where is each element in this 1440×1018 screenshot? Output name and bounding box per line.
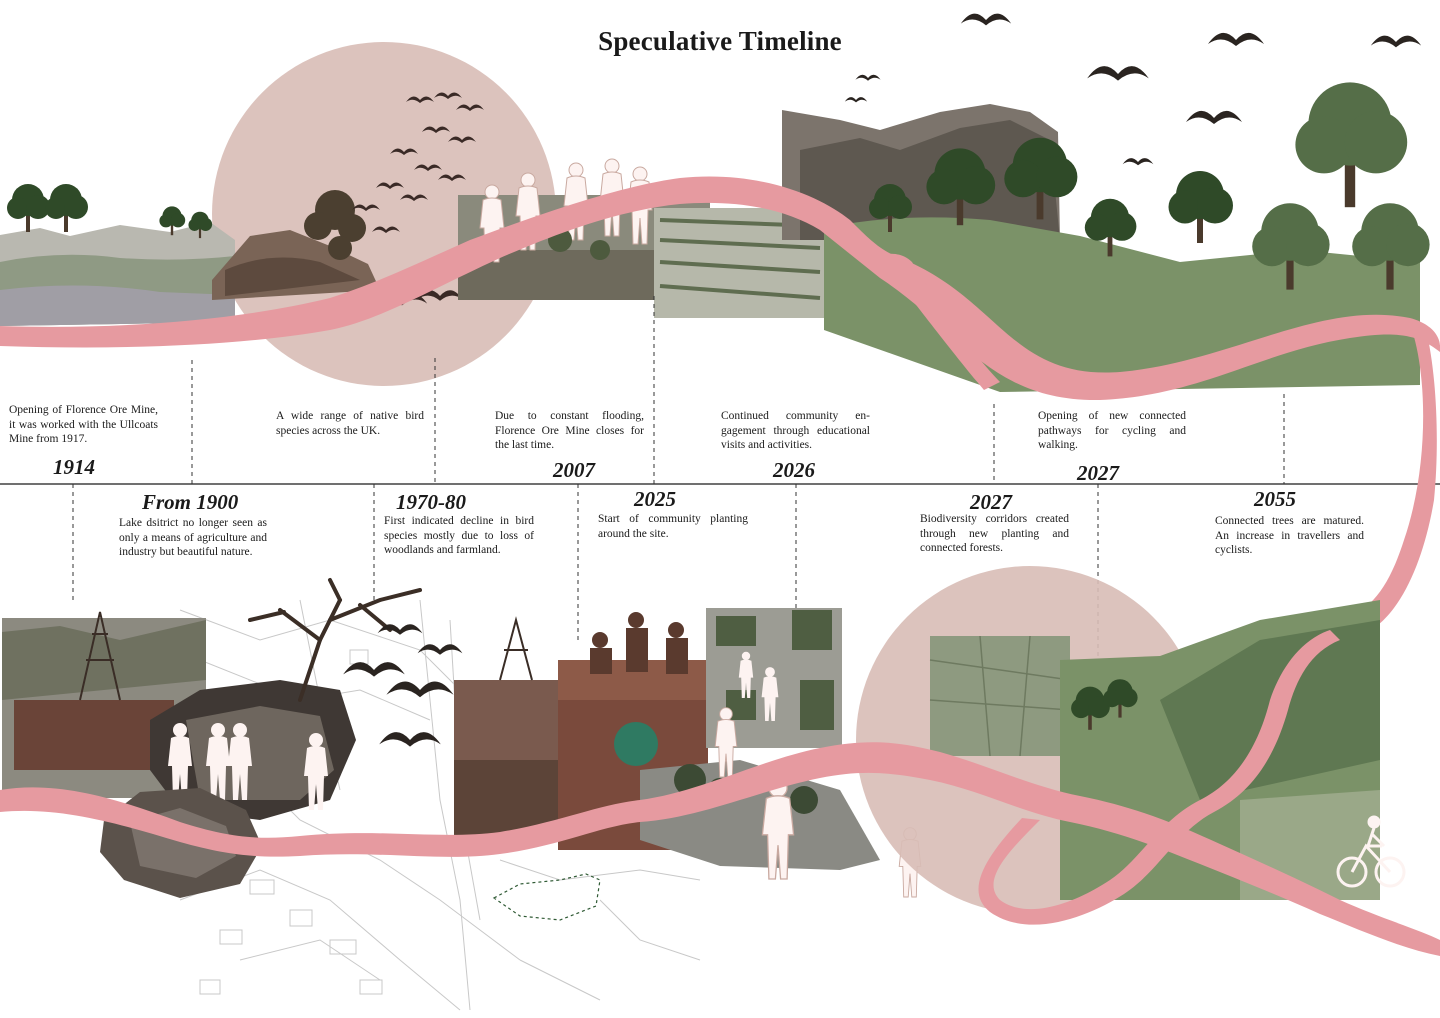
event-2007-description: Due to constant flooding, Florence Ore M… — [495, 410, 644, 451]
event-2026-description: Continued community en­gagement through … — [721, 410, 870, 451]
event-2055-description: Connected trees are matured. An increase… — [1215, 515, 1364, 556]
event-1914-year: 1914 — [53, 455, 95, 479]
winding-path — [978, 630, 1340, 925]
event-2027-pathways-description: Opening of new connect­ed pathways for c… — [1038, 410, 1186, 451]
path-to-mountains — [866, 253, 1000, 390]
mine-landscape-photo — [0, 184, 235, 326]
plaque-icon — [614, 722, 658, 766]
event-2025-description: Start of community planting around the s… — [598, 513, 748, 540]
cyclist-icon — [1336, 815, 1406, 888]
spoil-heap-photo — [212, 190, 380, 300]
event-2027-pathways-year: 2027 — [1077, 461, 1119, 485]
connecting-ribbon — [1248, 330, 1437, 672]
event-2007-year: 2007 — [553, 458, 595, 482]
lower-ribbon — [0, 742, 1440, 956]
event-1970-80-year: 1970-80 — [396, 490, 466, 514]
event-2055-year: 2055 — [1254, 487, 1296, 511]
page-title: Speculative Timeline — [598, 26, 842, 56]
mountain-forest-photo — [782, 82, 1430, 392]
event-2025-year: 2025 — [634, 487, 676, 511]
event-1914-description: Opening of Florence Ore Mine, it was wor… — [9, 404, 158, 445]
aerial-fields-photo — [929, 635, 1071, 757]
event-from-1900-year: From 1900 — [142, 490, 239, 514]
event-2027-corridors-description: Biodiversity corridors creat­ed through … — [920, 513, 1069, 554]
site-boundary — [492, 873, 601, 921]
event-2027-corridors-year: 2027 — [970, 490, 1012, 514]
event-bird-species-description: A wide range of native bird species acro… — [276, 410, 424, 437]
event-from-1900-description: Lake dsitrict no longer seen as only a m… — [119, 517, 267, 558]
crow-flock — [343, 624, 463, 747]
event-1970-80-description: First indicated decline in bird species … — [384, 515, 534, 556]
event-2026-year: 2026 — [773, 458, 815, 482]
mine-cave-photo — [150, 578, 422, 820]
